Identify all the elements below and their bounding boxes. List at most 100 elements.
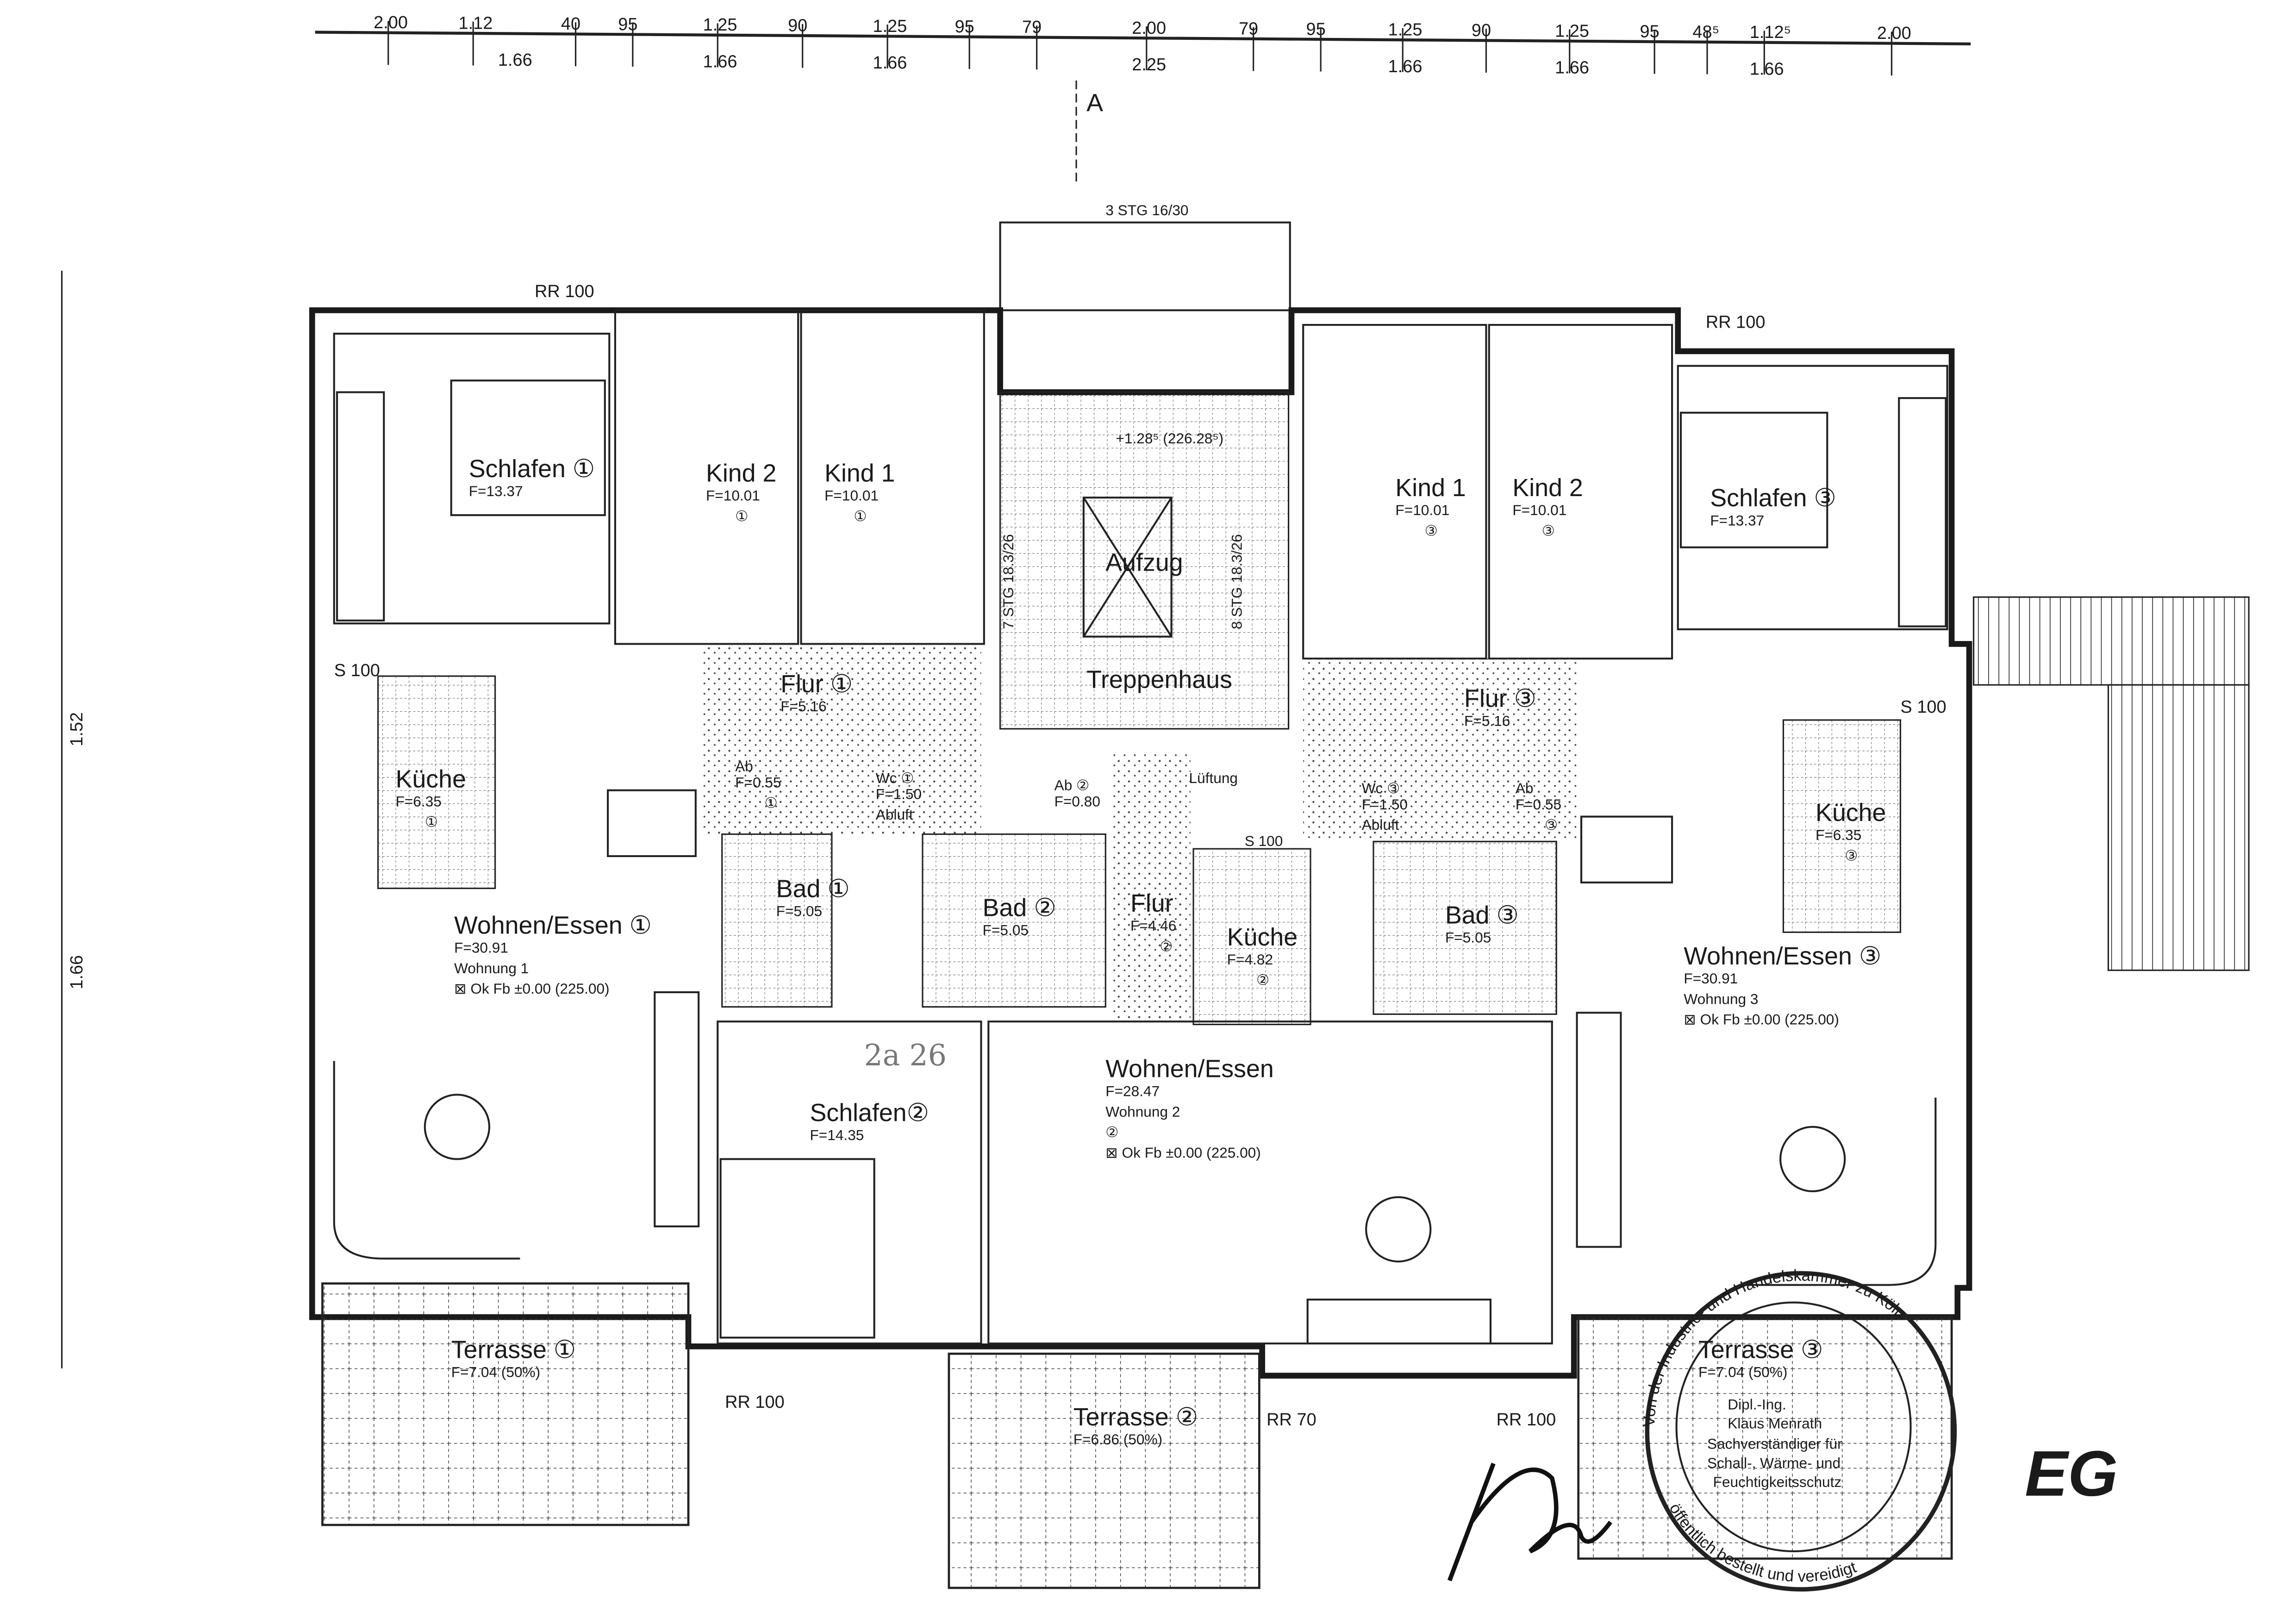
room-name: Wohnen/Essen ① — [454, 912, 652, 939]
room-name: Ab — [1516, 780, 1534, 796]
room-area: F=14.35 — [810, 1126, 864, 1143]
room-area: F=5.05 — [1445, 929, 1491, 946]
room-area: F=0.55 — [1516, 796, 1561, 813]
stamp-title: Dipl.-Ing. — [1728, 1396, 1786, 1412]
room-unit: Wohnung 2 — [1105, 1103, 1180, 1120]
room-area: F=13.37 — [1710, 512, 1764, 529]
s-label: S 100 — [334, 661, 380, 680]
room-name: Wc ③ — [1362, 780, 1400, 796]
room-name: Bad ① — [776, 875, 850, 902]
room-name: Schlafen② — [810, 1099, 929, 1126]
dim-lower: 1.66 — [703, 52, 737, 71]
room-area: F=5.16 — [1464, 713, 1510, 729]
room-name: Terrasse ② — [1073, 1403, 1198, 1431]
room-area: F=1.50 — [1362, 796, 1408, 813]
dim-upper: 1.12 — [459, 13, 493, 33]
room-label: Bad ①F=5.05 — [776, 875, 850, 919]
room-name: Küche — [1227, 923, 1298, 951]
stamp-line: Sachverständiger für — [1707, 1436, 1842, 1452]
room-label: Terrasse ①F=7.04 (50%) — [451, 1336, 576, 1380]
rr-label: RR 100 — [1497, 1410, 1556, 1430]
dim-upper: 95 — [618, 15, 637, 34]
rr-label: RR 70 — [1267, 1410, 1316, 1430]
dim-upper: 2.00 — [1132, 19, 1166, 38]
floor-label: EG — [2025, 1438, 2118, 1510]
left-dim-2: 1.66 — [67, 955, 87, 989]
room-label: AbF=0.55① — [735, 758, 781, 811]
s-label: S 100 — [1245, 833, 1283, 849]
handwritten-note: 2a 26 — [864, 1038, 947, 1072]
room-name: Terrasse ① — [451, 1336, 576, 1364]
room-area: F=6.86 (50%) — [1073, 1431, 1162, 1448]
room-label: Aufzug — [1105, 548, 1183, 576]
room-name: Treppenhaus — [1086, 665, 1232, 693]
room-label: Bad ②F=5.05 — [983, 894, 1056, 939]
room-label: Kind 1F=10.01③ — [1395, 474, 1466, 539]
room-area: F=10.01 — [706, 487, 760, 504]
dim-upper: 1.25 — [873, 17, 907, 36]
room-label: Kind 2F=10.01 ① — [706, 459, 776, 524]
dim-lower: 1.66 — [498, 50, 532, 70]
rr-label: RR 100 — [1706, 312, 1766, 332]
room-label: AbF=0.55 ③ — [1516, 780, 1561, 833]
room-walls — [333, 309, 1948, 1345]
dim-upper: 1.25 — [1555, 21, 1589, 41]
dim-upper: 40 — [561, 14, 580, 34]
room-name: Küche — [396, 765, 466, 793]
terrace-2 — [948, 1352, 1260, 1589]
room-unit: ③ — [1545, 816, 1558, 833]
room-area: F=5.05 — [983, 922, 1029, 939]
room-area: F=0.80 — [1054, 793, 1100, 809]
room-area: F=10.01 — [1512, 502, 1566, 518]
room-level: ⊠ Ok Fb ±0.00 (225.00) — [454, 980, 610, 997]
stair-label: 7 STG 18.3/26 — [1000, 534, 1017, 629]
dim-upper: 1.12⁵ — [1750, 23, 1791, 42]
section-label: A — [1086, 89, 1103, 117]
entrance-stairs — [999, 221, 1291, 311]
level-mark: +1.28⁵ (226.28⁵) — [1116, 430, 1223, 447]
dim-lower: 1.66 — [873, 53, 907, 73]
room-name: Kind 2 — [1512, 474, 1583, 502]
room-unit: ② — [1160, 938, 1173, 955]
room-name: Kind 2 — [706, 459, 776, 487]
room-unit: ① — [764, 795, 777, 811]
deck — [1972, 596, 2250, 686]
room-area: F=6.35 — [396, 793, 442, 809]
signature — [1447, 1462, 1613, 1581]
room-label: Schlafen ①F=13.37 — [469, 455, 595, 499]
room-extra: Abluft — [876, 806, 913, 823]
exterior-walls — [309, 307, 1972, 1379]
dim-lower: 1.66 — [1750, 59, 1784, 79]
room-name: Terrasse ③ — [1698, 1336, 1823, 1364]
entrance-stairs-label: 3 STG 16/30 — [1105, 202, 1188, 218]
room-name: Lüftung — [1189, 770, 1238, 786]
room-label: Kind 2F=10.01③ — [1512, 474, 1583, 539]
dim-upper: 1.25 — [1388, 20, 1423, 40]
room-label: Flur ③F=5.16 — [1464, 684, 1536, 729]
room-unit: ② — [1256, 971, 1269, 988]
dim-upper: 79 — [1022, 18, 1042, 37]
dim-lower: 1.66 — [1388, 57, 1423, 76]
rr-label: RR 100 — [725, 1393, 785, 1412]
room-area: F=30.91 — [454, 939, 508, 956]
room-area: F=6.35 — [1816, 827, 1861, 843]
dim-upper: 2.00 — [1877, 24, 1911, 43]
dim-lower: 1.66 — [1555, 58, 1589, 77]
room-name: Ab ② — [1054, 777, 1090, 794]
room-name: Wohnen/Essen — [1105, 1055, 1274, 1082]
room-name: Kind 1 — [1395, 474, 1466, 502]
room-unit: ① — [735, 508, 748, 524]
room-level: ⊠ Ok Fb ±0.00 (225.00) — [1684, 1011, 1839, 1028]
dim-upper: 90 — [1472, 21, 1491, 40]
dim-upper: 95 — [1306, 19, 1326, 39]
